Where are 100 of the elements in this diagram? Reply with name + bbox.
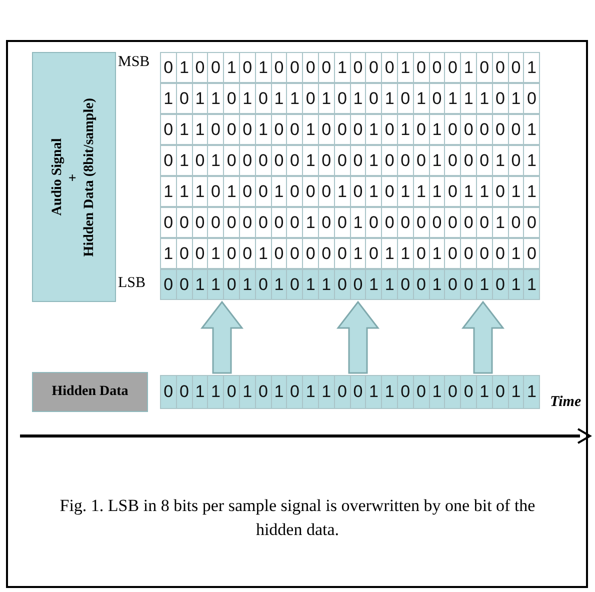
bit-cell: 0 bbox=[412, 238, 430, 269]
bit-cell: 0 bbox=[176, 375, 193, 409]
bit-cell: 0 bbox=[412, 207, 430, 238]
bit-cell: 0 bbox=[492, 269, 509, 300]
bit-cell: 0 bbox=[223, 269, 240, 300]
bit-cell: 1 bbox=[176, 176, 193, 207]
bit-cell: 0 bbox=[254, 176, 272, 207]
bit-cell: 0 bbox=[160, 145, 177, 176]
bit-cell: 0 bbox=[286, 145, 304, 176]
bit-cell: 1 bbox=[223, 52, 240, 83]
bit-cell: 1 bbox=[523, 375, 540, 409]
bit-cell: 1 bbox=[397, 114, 414, 145]
bit-cell: 1 bbox=[381, 83, 398, 114]
bit-cell: 1 bbox=[492, 145, 509, 176]
panel-text: Hidden Data (8bit/sample) bbox=[82, 98, 98, 256]
bit-cell: 0 bbox=[444, 207, 462, 238]
row-label: LSB bbox=[118, 275, 146, 292]
bit-cell: 0 bbox=[318, 176, 335, 207]
bit-cell: 0 bbox=[286, 114, 304, 145]
bit-cell: 0 bbox=[412, 114, 430, 145]
bit-cell: 1 bbox=[523, 269, 540, 300]
bit-cell: 0 bbox=[444, 114, 462, 145]
bit-cell: 0 bbox=[523, 207, 540, 238]
bit-cell: 1 bbox=[365, 375, 382, 409]
bit-cell: 0 bbox=[254, 145, 272, 176]
bit-cell: 1 bbox=[302, 207, 319, 238]
bit-cell: 0 bbox=[460, 238, 477, 269]
bit-cell: 1 bbox=[397, 176, 414, 207]
bit-cell: 1 bbox=[365, 176, 382, 207]
bit-cell: 0 bbox=[286, 52, 304, 83]
bit-cell: 1 bbox=[160, 83, 177, 114]
bit-cell: 0 bbox=[254, 375, 272, 409]
figure-caption: Fig. 1. LSB in 8 bits per sample signal is overwritten by one bit of the hidden data. bbox=[58, 495, 536, 541]
bit-cell: 0 bbox=[160, 114, 177, 145]
bit-cell: 1 bbox=[254, 114, 272, 145]
bit-cell: 1 bbox=[476, 269, 493, 300]
bit-cell: 1 bbox=[412, 176, 430, 207]
bit-cell: 0 bbox=[476, 114, 493, 145]
bit-cell: 1 bbox=[476, 176, 493, 207]
bit-cell: 0 bbox=[492, 375, 509, 409]
bit-cell: 1 bbox=[302, 145, 319, 176]
bit-cell: 0 bbox=[460, 145, 477, 176]
bit-cell: 0 bbox=[381, 145, 398, 176]
bit-cell: 1 bbox=[318, 375, 335, 409]
bit-cell: 0 bbox=[334, 145, 351, 176]
bit-cell: 0 bbox=[318, 114, 335, 145]
bit-cell: 0 bbox=[286, 176, 304, 207]
bit-cell: 0 bbox=[223, 238, 240, 269]
bit-cell: 0 bbox=[223, 375, 240, 409]
bit-cell: 1 bbox=[302, 375, 319, 409]
bit-cell: 0 bbox=[334, 83, 351, 114]
bit-cell: 0 bbox=[365, 83, 382, 114]
bit-cell: 0 bbox=[365, 52, 382, 83]
bit-cell: 1 bbox=[160, 238, 177, 269]
bit-cell: 0 bbox=[176, 269, 193, 300]
axis-label: Time bbox=[550, 394, 582, 411]
bit-cell: 0 bbox=[334, 114, 351, 145]
bit-cell: 0 bbox=[160, 207, 177, 238]
bit-cell: 0 bbox=[381, 207, 398, 238]
bit-cell: 0 bbox=[397, 375, 414, 409]
bit-cell: 0 bbox=[412, 375, 430, 409]
bit-cell: 1 bbox=[523, 114, 540, 145]
bit-cell: 0 bbox=[318, 52, 335, 83]
bit-cell: 0 bbox=[444, 52, 462, 83]
box-text: Hidden Data bbox=[52, 384, 128, 400]
bit-cell: 0 bbox=[365, 238, 382, 269]
bit-cell: 1 bbox=[318, 269, 335, 300]
bit-cell: 0 bbox=[476, 52, 493, 83]
bit-cell: 0 bbox=[381, 176, 398, 207]
bit-cell: 0 bbox=[397, 207, 414, 238]
bit-cell: 1 bbox=[460, 83, 477, 114]
bit-cell: 0 bbox=[444, 269, 462, 300]
bit-cell: 0 bbox=[334, 375, 351, 409]
bit-cell: 1 bbox=[207, 145, 224, 176]
bit-cell: 0 bbox=[397, 269, 414, 300]
bit-cell: 0 bbox=[476, 238, 493, 269]
bit-cell: 0 bbox=[334, 207, 351, 238]
bit-cell: 0 bbox=[160, 52, 177, 83]
bit-cell: 1 bbox=[239, 375, 256, 409]
bit-cell: 1 bbox=[381, 238, 398, 269]
bit-cell: 1 bbox=[223, 176, 240, 207]
bit-cell: 0 bbox=[239, 114, 256, 145]
bit-cell: 0 bbox=[207, 207, 224, 238]
bit-cell: 0 bbox=[381, 52, 398, 83]
bit-cell: 0 bbox=[492, 83, 509, 114]
block-arrow bbox=[461, 300, 505, 374]
bit-cell: 0 bbox=[460, 269, 477, 300]
bit-cell: 1 bbox=[460, 176, 477, 207]
bit-cell: 1 bbox=[207, 238, 224, 269]
bit-cell: 0 bbox=[302, 176, 319, 207]
bit-cell: 1 bbox=[239, 83, 256, 114]
bit-cell: 1 bbox=[397, 52, 414, 83]
hidden-data-box bbox=[32, 372, 148, 412]
bit-cell: 0 bbox=[207, 52, 224, 83]
bit-cell: 0 bbox=[365, 207, 382, 238]
bit-cell: 0 bbox=[334, 269, 351, 300]
bit-cell: 1 bbox=[239, 269, 256, 300]
bit-cell: 0 bbox=[286, 207, 304, 238]
bit-cell: 0 bbox=[412, 52, 430, 83]
bit-cell: 0 bbox=[334, 238, 351, 269]
